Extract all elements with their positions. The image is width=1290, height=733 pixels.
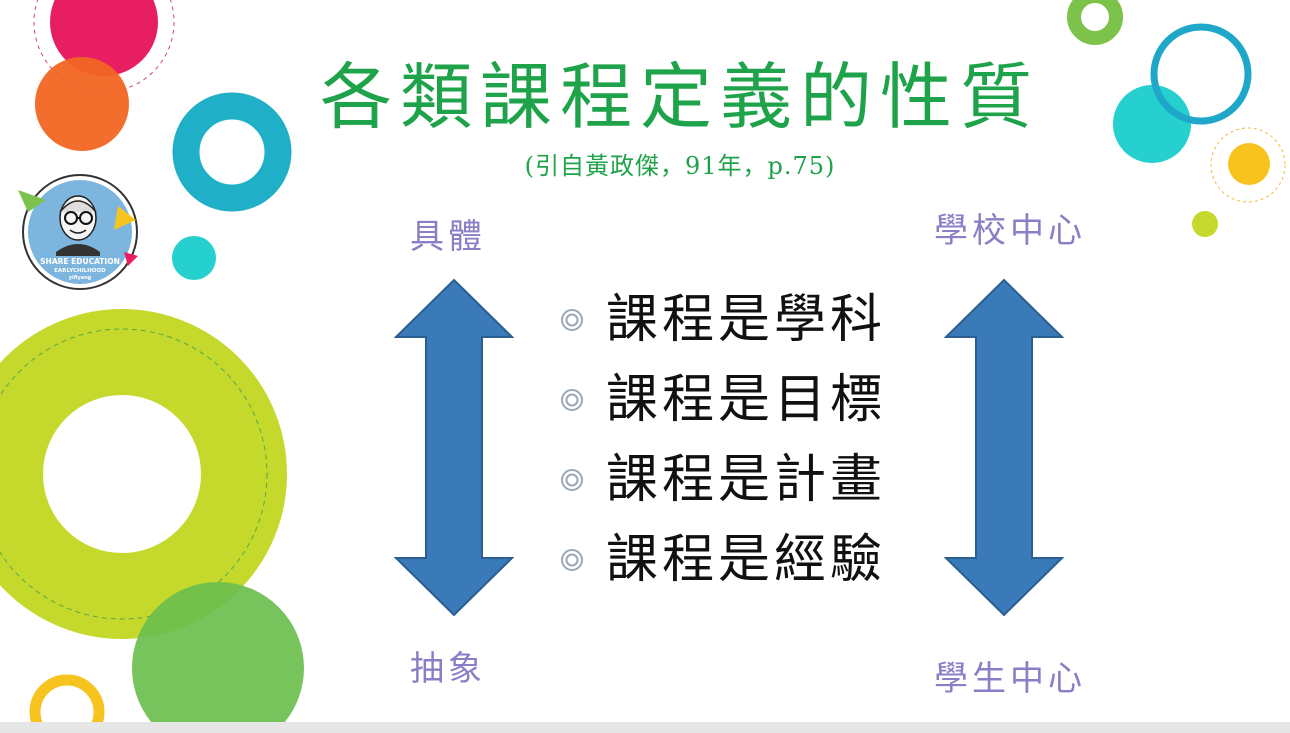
green-ring-small: [1067, 0, 1123, 45]
list-item: 課程是學科: [556, 280, 886, 360]
right-double-arrow: [943, 278, 1065, 617]
slide-subtitle: (引自黃政傑，91年，p.75): [524, 152, 836, 180]
list-item: 課程是計畫: [556, 440, 886, 520]
cyan-ring: [172, 92, 292, 212]
pink-circle-fill: [50, 0, 158, 76]
double-ring-icon: [556, 384, 588, 416]
blue-ring: [1150, 23, 1252, 125]
double-ring-icon: [556, 464, 588, 496]
green-circle: [132, 582, 304, 733]
lime-dot: [1192, 211, 1218, 237]
teal-circle: [1113, 85, 1191, 163]
right-axis-bottom-label: 學生中心: [934, 659, 1086, 699]
yellow-dashed-ring: [1210, 127, 1286, 203]
orange-circle: [35, 57, 129, 151]
logo-line1: SHARE EDUCATION: [40, 257, 120, 266]
pink-circle: [33, 0, 175, 93]
left-axis-top-label: 具體: [410, 217, 486, 257]
list-item: 課程是經驗: [556, 520, 886, 600]
yellow-dot: [1228, 143, 1270, 185]
left-double-arrow: [393, 278, 515, 617]
list-item-text: 課程是計畫: [606, 450, 887, 510]
double-ring-icon: [556, 304, 588, 336]
lime-ring: [0, 309, 287, 639]
right-axis-top-label: 學校中心: [934, 211, 1086, 251]
list-item: 課程是目標: [556, 360, 886, 440]
logo-line2: EARLYCHILHOOD: [54, 268, 106, 274]
list-item-text: 課程是學科: [606, 290, 887, 350]
logo: SHARE EDUCATION EARLYCHILHOOD yifiyang: [18, 174, 138, 290]
lime-dashed-ring: [0, 328, 268, 620]
list-item-text: 課程是目標: [606, 370, 887, 430]
small-teal-dot: [172, 236, 216, 280]
logo-line3: yifiyang: [69, 275, 92, 281]
window-bottom-edge: [0, 722, 1290, 733]
double-ring-icon: [556, 544, 588, 576]
yellow-ring: [29, 674, 105, 733]
left-axis-bottom-label: 抽象: [410, 649, 486, 689]
list-item-text: 課程是經驗: [606, 530, 887, 590]
definition-list: 課程是學科 課程是目標 課程是計畫 課程是經驗: [556, 280, 886, 600]
slide-title: 各類課程定義的性質: [319, 55, 1040, 139]
